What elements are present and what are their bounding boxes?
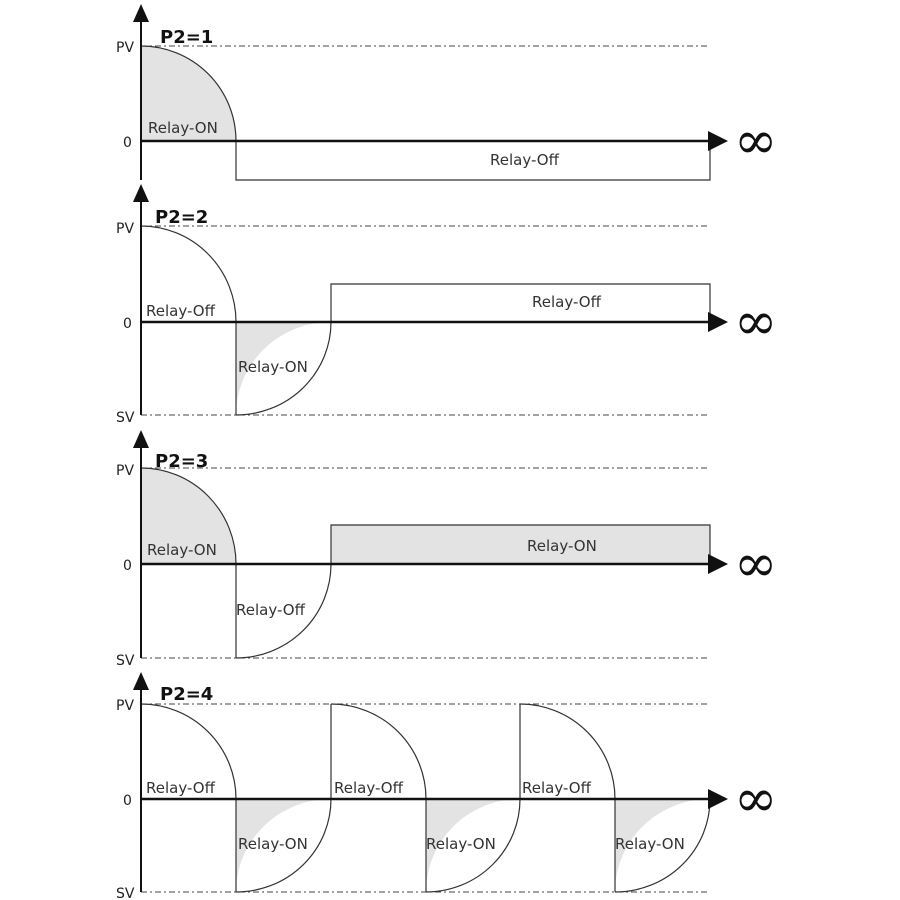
panel-title: P2=4 [160, 684, 213, 705]
relay-on-area [615, 799, 710, 892]
relay-on-area [426, 799, 520, 892]
panel-p2-2: P2=2 PV 0 SV Relay-Off Relay-ON Relay-Of… [116, 184, 777, 426]
pv-decay-curve [140, 703, 237, 800]
pv-label: PV [116, 40, 134, 56]
sv-label: SV [116, 410, 135, 426]
relay-label: Relay-ON [238, 835, 308, 853]
x-axis-arrow [708, 312, 728, 332]
pv-decay-curve [140, 45, 237, 142]
panel-p2-1: P2=1 PV 0 Relay-ON Relay-Off ∞ [116, 4, 777, 181]
relay-label: Relay-Off [532, 293, 602, 311]
relay-on-area [141, 468, 236, 564]
sv-recover-curve [425, 798, 521, 893]
relay-on-band-fill [331, 525, 710, 564]
relay-label: Relay-Off [146, 302, 216, 320]
relay-off-band [330, 283, 711, 322]
panel-title: P2=3 [155, 451, 208, 472]
relay-label: Relay-Off [334, 779, 404, 797]
panel-title: P2=2 [155, 207, 208, 228]
sv-label: SV [116, 653, 135, 669]
relay-label: Relay-ON [148, 119, 218, 137]
infinity-symbol: ∞ [734, 769, 777, 829]
sv-recover-curve [235, 798, 332, 893]
relay-label: Relay-Off [146, 779, 216, 797]
infinity-symbol: ∞ [734, 534, 777, 594]
sv-recover-curve [235, 563, 332, 659]
x-axis-arrow [708, 131, 728, 151]
pv-decay-curve [140, 467, 237, 565]
sv-recover-curve [235, 321, 332, 416]
sv-recover-curve [614, 798, 711, 893]
pv-decay-curve [519, 703, 616, 800]
sv-label: SV [116, 886, 135, 900]
zero-label: 0 [123, 316, 132, 332]
infinity-symbol: ∞ [734, 292, 777, 352]
relay-on-area [236, 799, 331, 892]
panel-p2-3: P2=3 PV 0 SV Relay-ON Relay-Off Relay-ON… [116, 430, 777, 669]
panel-title: P2=1 [160, 27, 213, 48]
relay-on-area [141, 46, 236, 141]
infinity-symbol: ∞ [734, 111, 777, 171]
x-axis-arrow [708, 789, 728, 809]
relay-on-band [330, 524, 711, 564]
pv-decay-curve [140, 225, 237, 323]
pv-label: PV [116, 698, 134, 714]
relay-label: Relay-Off [522, 779, 592, 797]
relay-label: Relay-Off [236, 601, 306, 619]
zero-label: 0 [123, 793, 132, 809]
zero-label: 0 [123, 135, 132, 151]
pv-label: PV [116, 221, 134, 237]
relay-off-band [235, 141, 711, 181]
relay-label: Relay-ON [238, 358, 308, 376]
y-axis-arrow [133, 4, 149, 22]
panel-p2-4: P2=4 PV 0 SV Relay-Off Relay-ON Relay-Of… [116, 672, 777, 900]
y-axis-arrow [133, 430, 149, 448]
zero-label: 0 [123, 558, 132, 574]
relay-label: Relay-Off [490, 151, 560, 169]
y-axis-arrow [133, 184, 149, 202]
pv-label: PV [116, 463, 134, 479]
relay-on-area [236, 322, 331, 415]
pv-decay-curve [330, 703, 427, 800]
x-axis-arrow [708, 554, 728, 574]
relay-label: Relay-ON [147, 541, 217, 559]
relay-label: Relay-ON [615, 835, 685, 853]
relay-label: Relay-ON [527, 537, 597, 555]
relay-label: Relay-ON [426, 835, 496, 853]
y-axis-arrow [133, 672, 149, 690]
